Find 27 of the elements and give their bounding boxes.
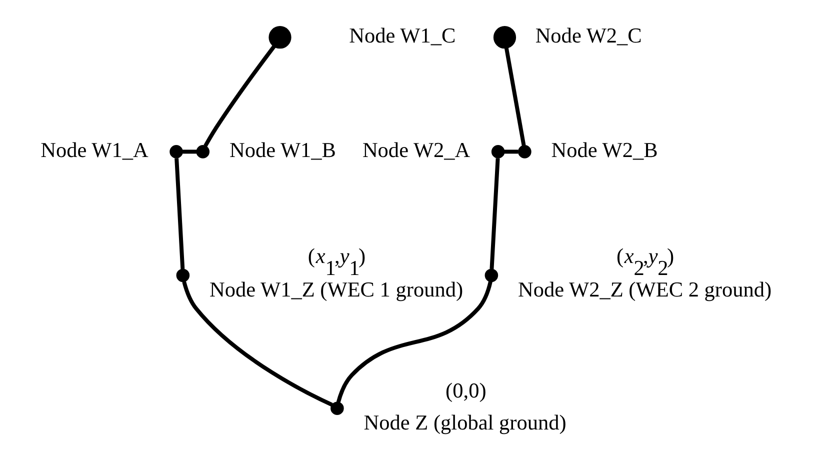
node-circle: [518, 145, 531, 158]
node-label: Node W1_C: [348, 23, 456, 48]
node-circle: [490, 145, 504, 158]
node-label: Node W2_B: [550, 138, 658, 162]
node-circle: [492, 26, 516, 49]
connector: [174, 158, 184, 270]
node-label: Node W2_Z (WEC 2 ground): [518, 277, 772, 302]
node-circle: [176, 268, 190, 282]
node-label: Node W1_B: [228, 138, 336, 162]
node-circle: [484, 268, 498, 282]
connector: [504, 48, 526, 146]
node-label: Node W1_A: [40, 138, 148, 162]
node-circle: [196, 145, 210, 158]
connector: [182, 150, 196, 154]
node-label: Node W2_C: [534, 23, 642, 48]
node-label: Node Z (global ground): [363, 410, 566, 434]
connector: [489, 158, 500, 270]
connector: [203, 45, 276, 147]
connector: [504, 150, 518, 154]
node-circle: [268, 26, 291, 49]
node-circle: [169, 145, 182, 158]
node-label: Node W1_Z (WEC 1 ground): [209, 277, 463, 302]
node-label: (0,0): [445, 378, 486, 402]
connector: [336, 280, 492, 403]
connector: [182, 281, 332, 407]
node-label: Node W2_A: [362, 138, 470, 162]
node-circle: [330, 402, 344, 415]
